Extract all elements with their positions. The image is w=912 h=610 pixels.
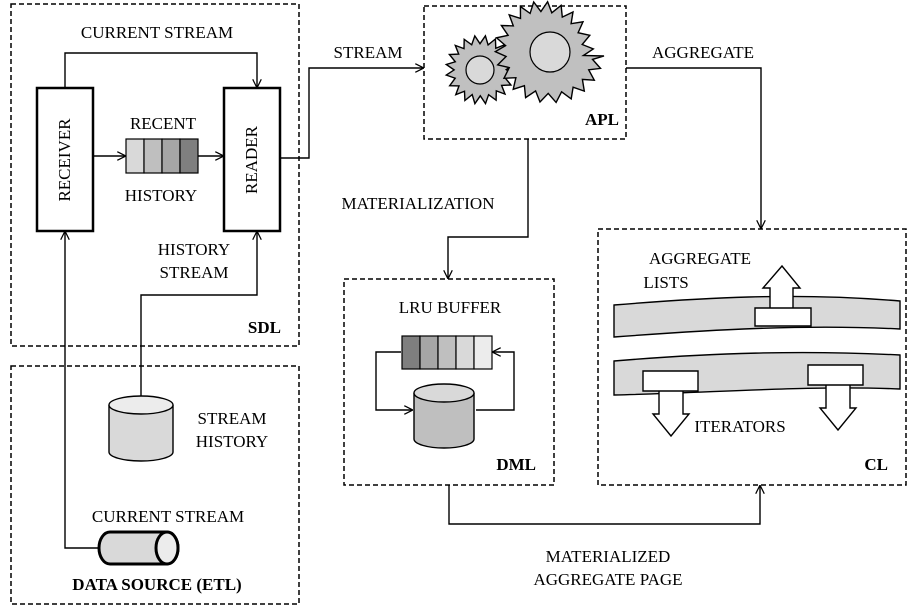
iterator-right-arrow-icon — [807, 364, 864, 432]
cl-module — [597, 228, 907, 486]
lru-buffer-label: LRU BUFFER — [399, 298, 502, 317]
processing-gears-icon — [444, 0, 605, 106]
recent-history-queue — [125, 138, 199, 174]
dml-label: DML — [496, 455, 536, 474]
dml-database-icon — [413, 383, 475, 449]
aggregate-arrow — [626, 67, 761, 228]
receiver-label: RECEIVER — [55, 118, 74, 202]
materialized-label-1: MATERIALIZED — [546, 547, 671, 566]
data-source-pipe-icon — [97, 530, 180, 566]
stream-history-database-icon — [108, 395, 174, 462]
history-label: HISTORY — [125, 186, 197, 205]
aggregate-lists-label-1: AGGREGATE — [649, 249, 751, 268]
materialization-arrow — [448, 139, 529, 278]
materialized-label-2: AGGREGATE PAGE — [533, 570, 682, 589]
sdl-module — [10, 3, 300, 347]
apl-label: APL — [585, 110, 619, 129]
aggregate-lists-label-2: LISTS — [643, 273, 688, 292]
current-stream-bottom-arrow — [65, 232, 99, 549]
data-source-label: DATA SOURCE (ETL) — [72, 575, 241, 594]
stream-label: STREAM — [334, 43, 403, 62]
receiver-box — [35, 86, 95, 233]
aggregate-up-arrow-icon — [754, 264, 812, 327]
aggregate-label: AGGREGATE — [652, 43, 754, 62]
recent-label: RECENT — [130, 114, 197, 133]
cl-label: CL — [864, 455, 888, 474]
current-stream-bottom-label: CURRENT STREAM — [92, 507, 244, 526]
reader-label: READER — [242, 125, 261, 194]
reader-box — [222, 86, 282, 233]
stream-arrow — [280, 68, 423, 159]
lru-buffer-queue — [401, 335, 493, 370]
lru-loop-right-arrow — [476, 352, 515, 411]
current-stream-top-arrow — [64, 52, 257, 88]
materialization-label: MATERIALIZATION — [342, 194, 495, 213]
iterator-left-arrow-icon — [642, 370, 699, 438]
data-source-module — [10, 365, 300, 605]
history-stream-label-2: STREAM — [160, 263, 229, 282]
history-stream-arrow — [140, 232, 257, 398]
sdl-label: SDL — [248, 318, 281, 337]
stream-history-label-1: STREAM — [198, 409, 267, 428]
stream-history-label-2: HISTORY — [196, 432, 268, 451]
history-stream-label-1: HISTORY — [158, 240, 230, 259]
lru-loop-left-arrow — [375, 351, 412, 410]
current-stream-top-label: CURRENT STREAM — [81, 23, 233, 42]
apl-module — [423, 5, 627, 140]
iterators-label: ITERATORS — [694, 417, 785, 436]
materialized-page-arrow — [448, 485, 760, 525]
